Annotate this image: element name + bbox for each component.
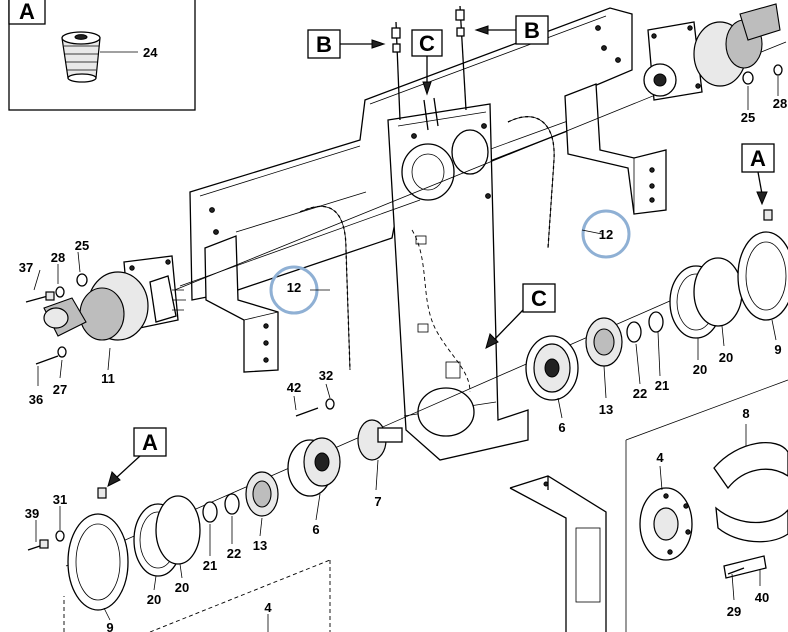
- highlight-12-right: [581, 209, 631, 259]
- callout-24: 24: [143, 45, 158, 60]
- inset-label-box: [8, 0, 46, 25]
- setscrew-24: [61, 31, 101, 83]
- leader-lines: [33, 76, 779, 632]
- inset-frame: [8, 0, 196, 111]
- svg-text:A: A: [142, 430, 158, 455]
- inset-detail-a: A 24: [8, 0, 196, 111]
- callout-4-bottom: 4: [264, 600, 272, 615]
- callout-6-left: 6: [312, 522, 319, 537]
- central-arm: [387, 103, 529, 461]
- callout-40: 40: [755, 590, 769, 605]
- callout-9-left: 9: [106, 620, 113, 632]
- callout-29: 29: [727, 604, 741, 619]
- callout-27: 27: [53, 382, 67, 397]
- upper-rods: [391, 5, 467, 131]
- callout-28-left: 28: [51, 250, 65, 265]
- callout-6-right: 6: [558, 420, 565, 435]
- right-motor: [643, 3, 781, 101]
- bottom-frame-outline: [63, 559, 331, 632]
- inset-label: A: [19, 0, 35, 24]
- callout-11: 11: [101, 371, 115, 386]
- marker-c-top: C: [411, 29, 443, 96]
- svg-text:B: B: [524, 18, 540, 43]
- lower-left-assembly: [67, 419, 403, 611]
- fasteners: [25, 64, 783, 575]
- callout-25-right: 25: [741, 110, 755, 125]
- callout-20-left-b: 20: [147, 592, 161, 607]
- callout-37: 37: [19, 260, 33, 275]
- callout-13-left: 13: [253, 538, 267, 553]
- callout-4-right: 4: [656, 450, 664, 465]
- svg-text:C: C: [531, 286, 547, 311]
- callout-12-left: 12: [287, 280, 301, 295]
- callout-12-right: 12: [599, 227, 613, 242]
- callout-22-right: 22: [633, 386, 647, 401]
- callout-13-right: 13: [599, 402, 613, 417]
- callout-36: 36: [29, 392, 43, 407]
- marker-b-left: B: [307, 29, 386, 59]
- callout-21-left: 21: [203, 558, 217, 573]
- marker-b-right: B: [474, 15, 549, 45]
- callout-20-right-b: 20: [719, 350, 733, 365]
- svg-text:A: A: [750, 146, 766, 171]
- left-motor: [43, 255, 186, 341]
- brake-housing: [625, 379, 788, 632]
- callouts: 11 37 28 25 36 27 12 12 42 32 7 6 13 22 …: [19, 96, 787, 632]
- chain-right: [507, 116, 555, 249]
- svg-text:C: C: [419, 31, 435, 56]
- callout-32: 32: [319, 368, 333, 383]
- chain-left: [299, 205, 351, 371]
- callout-39: 39: [25, 506, 39, 521]
- callout-8: 8: [742, 406, 749, 421]
- callout-42: 42: [287, 380, 301, 395]
- callout-22-left: 22: [227, 546, 241, 561]
- callout-28-right: 28: [773, 96, 787, 111]
- callout-21-right: 21: [655, 378, 669, 393]
- marker-a-left: A: [107, 427, 167, 487]
- callout-9-right: 9: [774, 342, 781, 357]
- callout-20-right-a: 20: [693, 362, 707, 377]
- marker-a-right: A: [741, 143, 775, 206]
- svg-text:B: B: [316, 32, 332, 57]
- callout-20-left-a: 20: [175, 580, 189, 595]
- right-sprocket-assembly: [525, 209, 788, 401]
- mounting-bracket: [509, 475, 607, 632]
- right-support-leg: [564, 83, 667, 215]
- callout-7: 7: [374, 494, 381, 509]
- callout-25-left: 25: [75, 238, 89, 253]
- marker-c-mid: C: [485, 283, 556, 349]
- callout-31: 31: [53, 492, 67, 507]
